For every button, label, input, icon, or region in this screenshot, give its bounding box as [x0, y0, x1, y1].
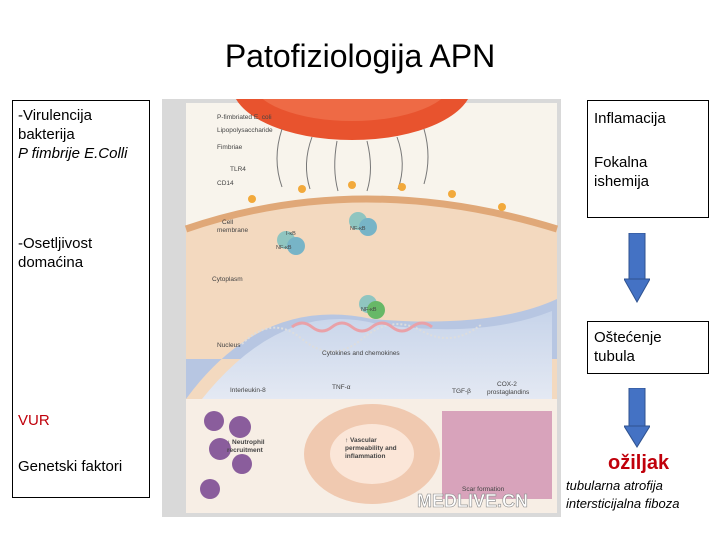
virulence-heading-line2: bakterija — [18, 126, 75, 143]
virulence-heading-line1: -Virulencija — [18, 107, 92, 124]
label-ikb: I-κB — [286, 231, 296, 237]
tubule-damage-box: Oštećenje tubula — [587, 321, 709, 374]
label-tlr4: TLR4 — [230, 166, 246, 173]
nucleus-area — [202, 311, 552, 399]
label-cox2-1: COX-2 — [497, 381, 517, 388]
left-factors-box: -Virulencija bakterija P fimbrije E.Coll… — [12, 100, 150, 498]
virulence-heading: -Virulencija bakterija — [18, 106, 92, 144]
scar-detail: tubularna atrofija intersticijalna fiboz… — [566, 477, 679, 513]
fimbriae-lines — [276, 128, 429, 192]
inflammation-box: Inflamacija Fokalna ishemija — [587, 100, 709, 218]
label-nucleus: Nucleus — [217, 342, 241, 349]
label-scar-formation: Scar formation — [462, 486, 505, 493]
scar-tissue — [442, 411, 552, 499]
cell-membrane — [184, 195, 559, 233]
label-il8: Interleukin-8 — [230, 387, 266, 394]
label-p-fimbriated: P-fimbriated E. coli — [217, 114, 272, 121]
virulence-detail: P fimbrije E.Colli — [18, 145, 128, 162]
label-vascular-3: inflammation — [345, 453, 385, 460]
watermark: MEDLIVE.CN — [417, 491, 528, 511]
label-cox2-2: prostaglandins — [487, 389, 530, 396]
label-cytoplasm: Cytoplasm — [212, 276, 243, 283]
nfkb-complexes — [277, 212, 385, 319]
genetic-label: Genetski faktori — [18, 458, 123, 475]
receptors — [248, 181, 506, 211]
label-nfkb-nucleus: NF-κB — [361, 307, 377, 313]
host-heading-line1: -Osetljivost — [18, 235, 93, 252]
down-arrow-1 — [624, 233, 650, 303]
tubule-line1: Oštećenje — [594, 329, 662, 346]
inflammation-label: Inflamacija — [594, 110, 666, 127]
host-heading: -Osetljivost domaćina — [18, 234, 92, 272]
label-nfkb-left: NF-κB — [276, 245, 292, 251]
label-lps: Lipopolysaccharide — [217, 127, 273, 134]
ischemia-label: Fokalna ishemija — [594, 153, 649, 191]
dna-strand — [291, 321, 433, 333]
scar-detail-line1: tubularna atrofija — [566, 478, 663, 493]
tubule-line2: tubula — [594, 348, 635, 365]
vur-label: VUR — [18, 412, 50, 429]
pathophysiology-figure: P-fimbriated E. coli Lipopolysaccharide … — [162, 99, 561, 517]
label-neutrophil-1: ↑ Neutrophil — [227, 439, 265, 446]
label-cd14: CD14 — [217, 180, 234, 187]
neutrophils — [200, 411, 252, 499]
label-tgf: TGF-β — [452, 388, 471, 395]
label-cell-membrane-1: Cell — [222, 219, 234, 226]
ischemia-line1: Fokalna — [594, 154, 648, 171]
host-heading-line2: domaćina — [18, 254, 84, 271]
label-cytokines: Cytokines and chemokines — [322, 350, 400, 357]
tubule-damage-label: Oštećenje tubula — [594, 328, 662, 366]
label-vascular-2: permeability and — [345, 445, 397, 452]
scar-label: ožiljak — [608, 452, 670, 474]
slide-title: Patofiziologija APN — [224, 38, 496, 74]
label-fimbriae: Fimbriae — [217, 144, 243, 151]
scar-detail-line2: intersticijalna fiboza — [566, 496, 680, 511]
down-arrow-2 — [624, 388, 650, 448]
ischemia-line2: ishemija — [594, 173, 650, 190]
label-tnf: TNF-α — [332, 384, 351, 391]
label-vascular-1: ↑ Vascular — [345, 437, 377, 444]
label-nfkb-mid: NF-κB — [350, 226, 366, 232]
label-neutrophil-2: recruitment — [227, 447, 264, 454]
label-cell-membrane-2: membrane — [217, 227, 248, 234]
